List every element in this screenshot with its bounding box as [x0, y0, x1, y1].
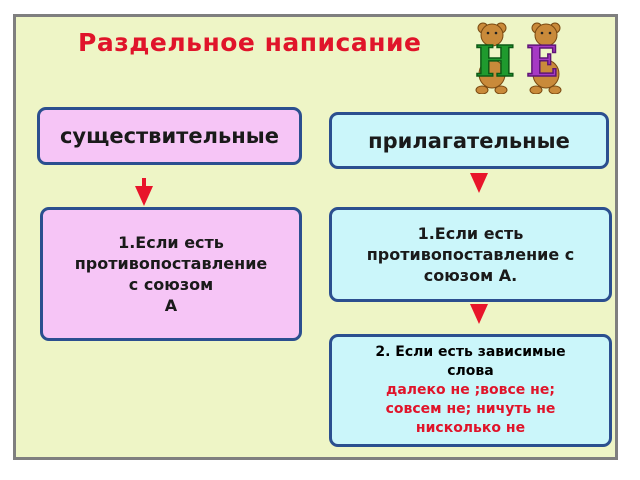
nouns-rule-text: 1.Если есть противопоставление с союзом …: [75, 232, 268, 316]
adjectives-header-box: прилагательные: [329, 112, 609, 169]
adjectives-rule1-line: противопоставление с: [366, 244, 575, 264]
svg-text:Е: Е: [526, 37, 558, 86]
nouns-header: существительные: [59, 124, 280, 148]
nouns-header-box: существительные: [37, 107, 302, 165]
adjectives-rule2-example: далеко не ;вовсе не;: [386, 382, 555, 399]
adjectives-rule1-line: союзом А.: [423, 266, 518, 286]
adjectives-rule2-box: 2. Если есть зависимые слова далеко не ;…: [329, 334, 612, 447]
left-arrow-icon: [135, 186, 153, 206]
adjectives-rule2-line: 2. Если есть зависимые: [375, 344, 566, 361]
svg-text:Н: Н: [475, 37, 515, 86]
nouns-rule-line: А: [164, 296, 178, 316]
right-arrow-1-icon: [470, 173, 488, 193]
nouns-rule-box: 1.Если есть противопоставление с союзом …: [40, 207, 302, 341]
adjectives-rule1-line: 1.Если есть: [417, 223, 524, 243]
left-arrow-stem: [142, 178, 146, 188]
adjectives-rule1-box: 1.Если есть противопоставление с союзом …: [329, 207, 612, 302]
teddy-bears-logo-icon: Н Е: [474, 22, 562, 94]
adjectives-rule2-example: нисколько не: [415, 419, 526, 436]
adjectives-header: прилагательные: [368, 128, 570, 153]
right-arrow-2-icon: [470, 304, 488, 324]
nouns-rule-line: противопоставление: [74, 253, 268, 273]
nouns-rule-line: с союзом: [128, 275, 214, 294]
page-title: Раздельное написание: [78, 28, 422, 57]
adjectives-rule2-example: совсем не; ничуть не: [385, 400, 556, 417]
adjectives-rule1-text: 1.Если есть противопоставление с союзом …: [367, 223, 575, 286]
nouns-rule-line: 1.Если есть: [118, 232, 224, 252]
adjectives-rule2-text: 2. Если есть зависимые слова далеко не ;…: [375, 343, 565, 437]
adjectives-rule2-line: слова: [447, 363, 494, 380]
